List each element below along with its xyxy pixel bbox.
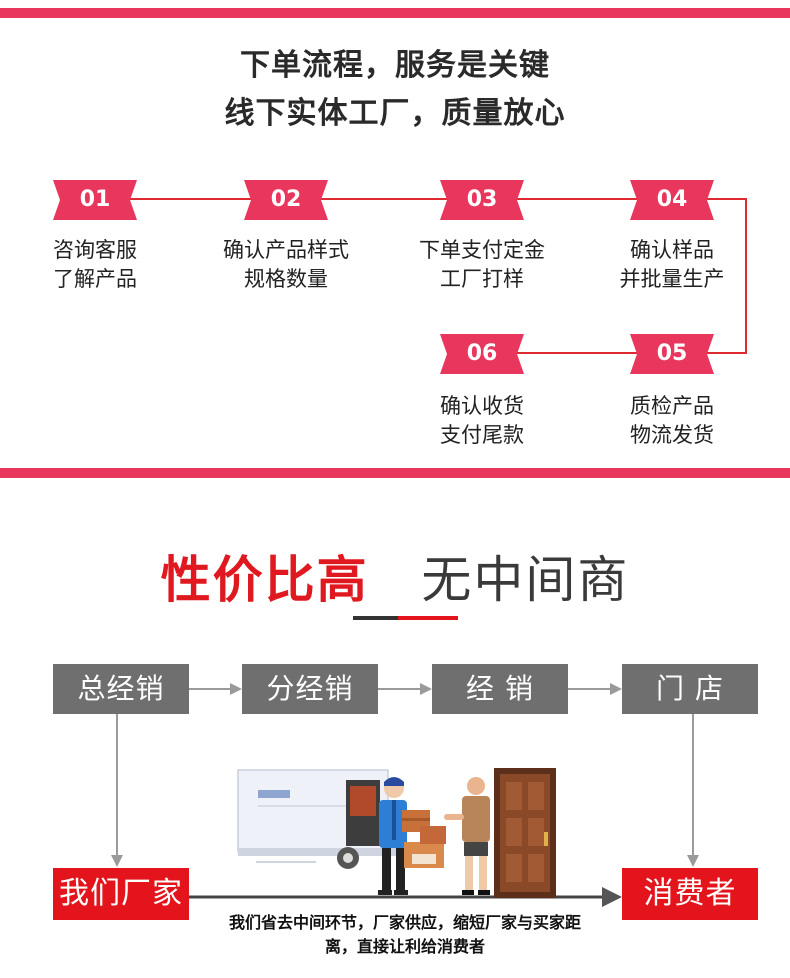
- step-line-1: 咨询客服: [53, 238, 137, 262]
- step-number: 06: [466, 341, 498, 366]
- process-headline-2: 线下实体工厂，质量放心: [224, 96, 566, 131]
- step-text-03: 下单支付定金 工厂打样: [397, 236, 567, 294]
- truck-icon: [237, 769, 398, 869]
- step-badge-02: 02: [244, 180, 328, 220]
- step-badge-01: 01: [53, 180, 137, 220]
- step-text-02: 确认产品样式 规格数量: [201, 236, 371, 294]
- section-divider-bar: [0, 468, 790, 478]
- delivery-illustration: [237, 768, 556, 898]
- step-line-1: 质检产品: [630, 394, 714, 418]
- step-text-06: 确认收货 支付尾款: [397, 392, 567, 450]
- chain-box-sub-distributor: 分经销: [242, 664, 378, 714]
- door-icon: [494, 768, 556, 898]
- step-number: 04: [656, 187, 688, 212]
- step-number: 05: [656, 341, 688, 366]
- package-boxes-icon: [404, 826, 446, 868]
- step-badge-05: 05: [630, 334, 714, 374]
- step-line-1: 确认样品: [630, 238, 714, 262]
- caption-line-2: 离，直接让利给消费者: [324, 937, 485, 956]
- step-badge-06: 06: [440, 334, 524, 374]
- step-badge-04: 04: [630, 180, 714, 220]
- step-line-2: 物流发货: [630, 423, 714, 447]
- step-line-1: 下单支付定金: [419, 238, 545, 262]
- process-line-right: [745, 198, 747, 354]
- customer-person-icon: [444, 777, 490, 895]
- step-line-2: 并批量生产: [619, 267, 725, 291]
- chain-box-dealer: 经 销: [432, 664, 568, 714]
- step-line-2: 规格数量: [244, 267, 328, 291]
- step-number: 02: [270, 187, 302, 212]
- caption-line-1: 我们省去中间环节，厂家供应，缩短厂家与买家距: [228, 913, 581, 932]
- step-number: 01: [79, 187, 111, 212]
- step-text-05: 质检产品 物流发货: [587, 392, 757, 450]
- step-line-2: 工厂打样: [440, 267, 524, 291]
- process-line-row2: [482, 352, 747, 354]
- step-line-1: 确认产品样式: [223, 238, 349, 262]
- factory-box: 我们厂家: [53, 868, 189, 920]
- process-line-row1: [95, 198, 747, 200]
- top-accent-bar: [0, 8, 790, 18]
- step-badge-03: 03: [440, 180, 524, 220]
- delivery-worker-icon: [378, 777, 430, 895]
- step-line-2: 了解产品: [53, 267, 137, 291]
- value-title: 性价比高 无中间商: [0, 540, 790, 612]
- value-title-red: 性价比高: [160, 551, 369, 609]
- title-underline-dark: [353, 616, 398, 620]
- step-text-04: 确认样品 并批量生产: [587, 236, 757, 294]
- step-text-01: 咨询客服 了解产品: [10, 236, 180, 294]
- consumer-box: 消费者: [622, 868, 758, 920]
- value-caption: 我们省去中间环节，厂家供应，缩短厂家与买家距 离，直接让利给消费者: [190, 911, 620, 959]
- chain-box-store: 门 店: [622, 664, 758, 714]
- title-underline-red: [398, 616, 458, 620]
- value-title-gray: 无中间商: [421, 551, 630, 609]
- step-line-1: 确认收货: [440, 394, 524, 418]
- chain-box-general-distributor: 总经销: [53, 664, 189, 714]
- process-headline-1: 下单流程，服务是关键: [240, 48, 550, 83]
- step-line-2: 支付尾款: [440, 423, 524, 447]
- step-number: 03: [466, 187, 498, 212]
